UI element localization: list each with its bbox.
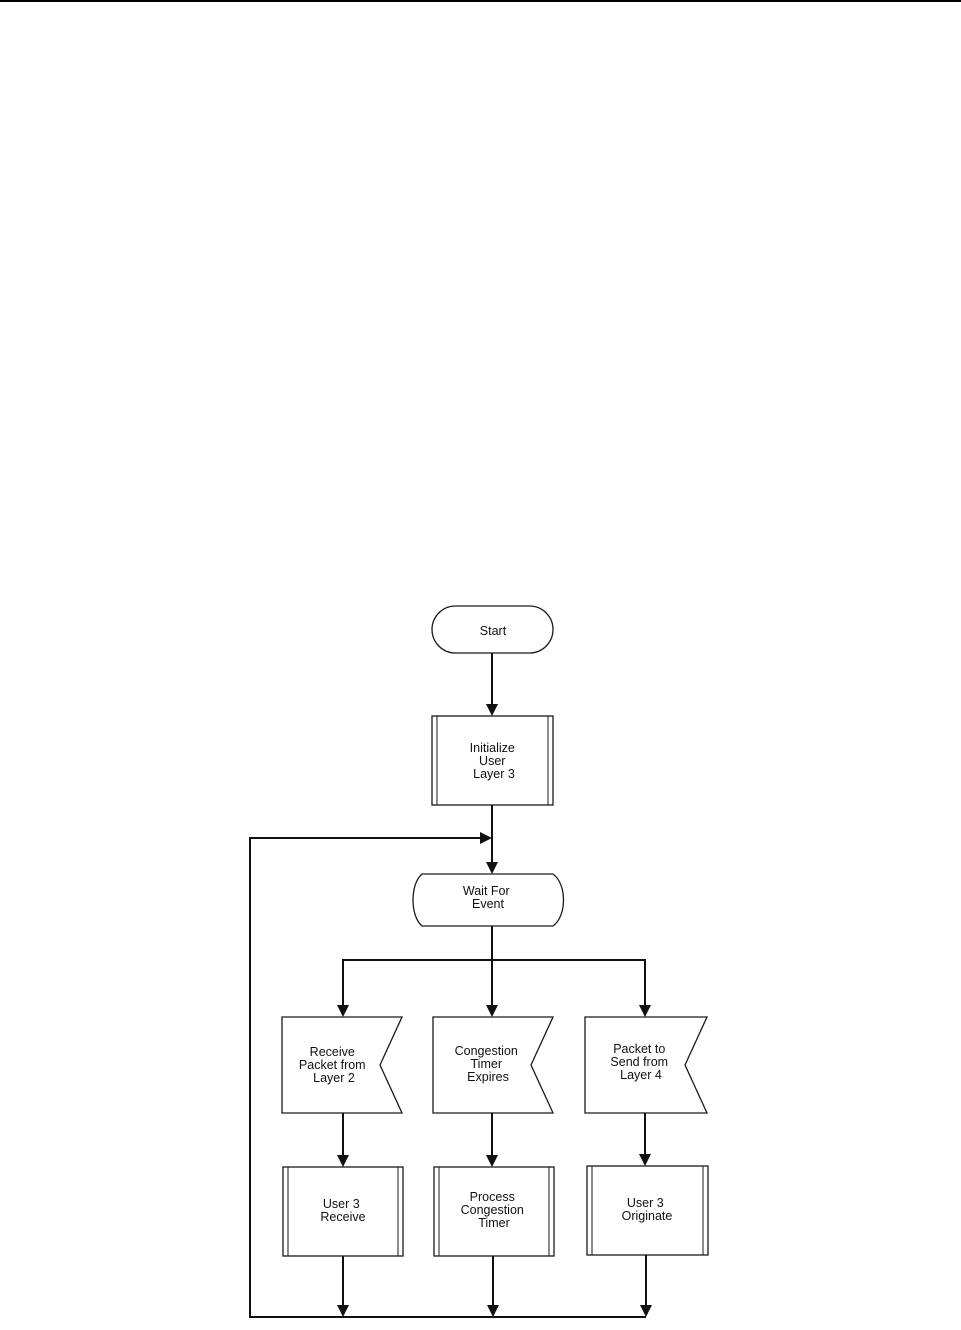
event-packet-send-line-1: Packet to (613, 1042, 665, 1056)
process-receive-line-2: Receive (320, 1210, 365, 1224)
process-congestion-line-2: Congestion (461, 1203, 524, 1217)
wait-shape (412, 873, 565, 927)
process-congestion-timer: Process Congestion Timer (433, 1166, 555, 1257)
process-congestion-shape (433, 1166, 555, 1257)
event-congestion-line-1: Congestion (455, 1044, 518, 1058)
arrowhead-process-receive (337, 1155, 349, 1167)
wait-line-1: Wait For (463, 884, 510, 898)
start-terminator: Start (431, 605, 554, 654)
initialize-line-2: User (479, 754, 505, 768)
process-originate-label: User 3 Originate (622, 1196, 673, 1223)
process-user3-receive: User 3 Receive (282, 1166, 404, 1257)
process-receive-label: User 3 Receive (320, 1197, 365, 1224)
start-text: Start (480, 624, 507, 638)
initialize-line-1: Initialize (470, 741, 515, 755)
process-originate-shape (586, 1165, 709, 1256)
event-packet-send-line-3: Layer 4 (620, 1068, 662, 1082)
initialize-label: Initialize User Layer 3 (470, 741, 519, 781)
process-originate-line-2: Originate (622, 1209, 673, 1223)
event-congestion-label: Congestion Timer Expires (455, 1044, 522, 1084)
initialize-shape (431, 715, 554, 806)
event-receive-label: Receive Packet from Layer 2 (299, 1045, 369, 1085)
arrowhead-initialize (486, 704, 498, 716)
event-receive-shape (281, 1016, 404, 1114)
start-label: Start (480, 624, 507, 638)
wait-label: Wait For Event (463, 884, 513, 911)
event-packet-to-send: Packet to Send from Layer 4 (584, 1016, 709, 1114)
process-originate-line-1: User 3 (627, 1196, 664, 1210)
process-user3-originate: User 3 Originate (586, 1165, 709, 1256)
process-receive-shape (282, 1166, 404, 1257)
event-receive-packet: Receive Packet from Layer 2 (281, 1016, 404, 1114)
initialize-process: Initialize User Layer 3 (431, 715, 554, 806)
arrowhead-bottom-2 (487, 1305, 499, 1317)
event-receive-line-2: Packet from (299, 1058, 366, 1072)
event-packet-send-label: Packet to Send from Layer 4 (610, 1042, 671, 1082)
wait-for-event: Wait For Event (412, 873, 565, 927)
initialize-line-3: Layer 3 (473, 767, 515, 781)
arrowhead-process-congestion (486, 1155, 498, 1167)
arrowhead-bottom-1 (337, 1305, 349, 1317)
event-congestion-line-2: Timer (471, 1057, 502, 1071)
process-congestion-line-1: Process (470, 1190, 515, 1204)
event-receive-line-1: Receive (310, 1045, 355, 1059)
arrowhead-event-congestion (486, 1005, 498, 1017)
arrowhead-event-receive (337, 1005, 349, 1017)
event-packet-send-shape (584, 1016, 709, 1114)
connector-split-branches (342, 959, 646, 1005)
event-receive-line-3: Layer 2 (313, 1071, 355, 1085)
arrowhead-process-originate (639, 1154, 651, 1166)
connector-loop-back (249, 837, 646, 1318)
event-packet-send-line-2: Send from (610, 1055, 668, 1069)
process-congestion-line-3: Timer (478, 1216, 509, 1230)
event-congestion-line-3: Expires (467, 1070, 509, 1084)
event-congestion-shape (432, 1016, 555, 1114)
arrowhead-event-packet-send (639, 1005, 651, 1017)
arrowhead-bottom-3 (640, 1305, 652, 1317)
arrowhead-wait (486, 862, 498, 874)
arrowhead-loop-merge (480, 832, 492, 844)
connectors (249, 653, 652, 1318)
wait-line-2: Event (472, 897, 504, 911)
process-congestion-label: Process Congestion Timer (461, 1190, 528, 1230)
process-receive-line-1: User 3 (323, 1197, 360, 1211)
event-congestion-timer: Congestion Timer Expires (432, 1016, 555, 1114)
